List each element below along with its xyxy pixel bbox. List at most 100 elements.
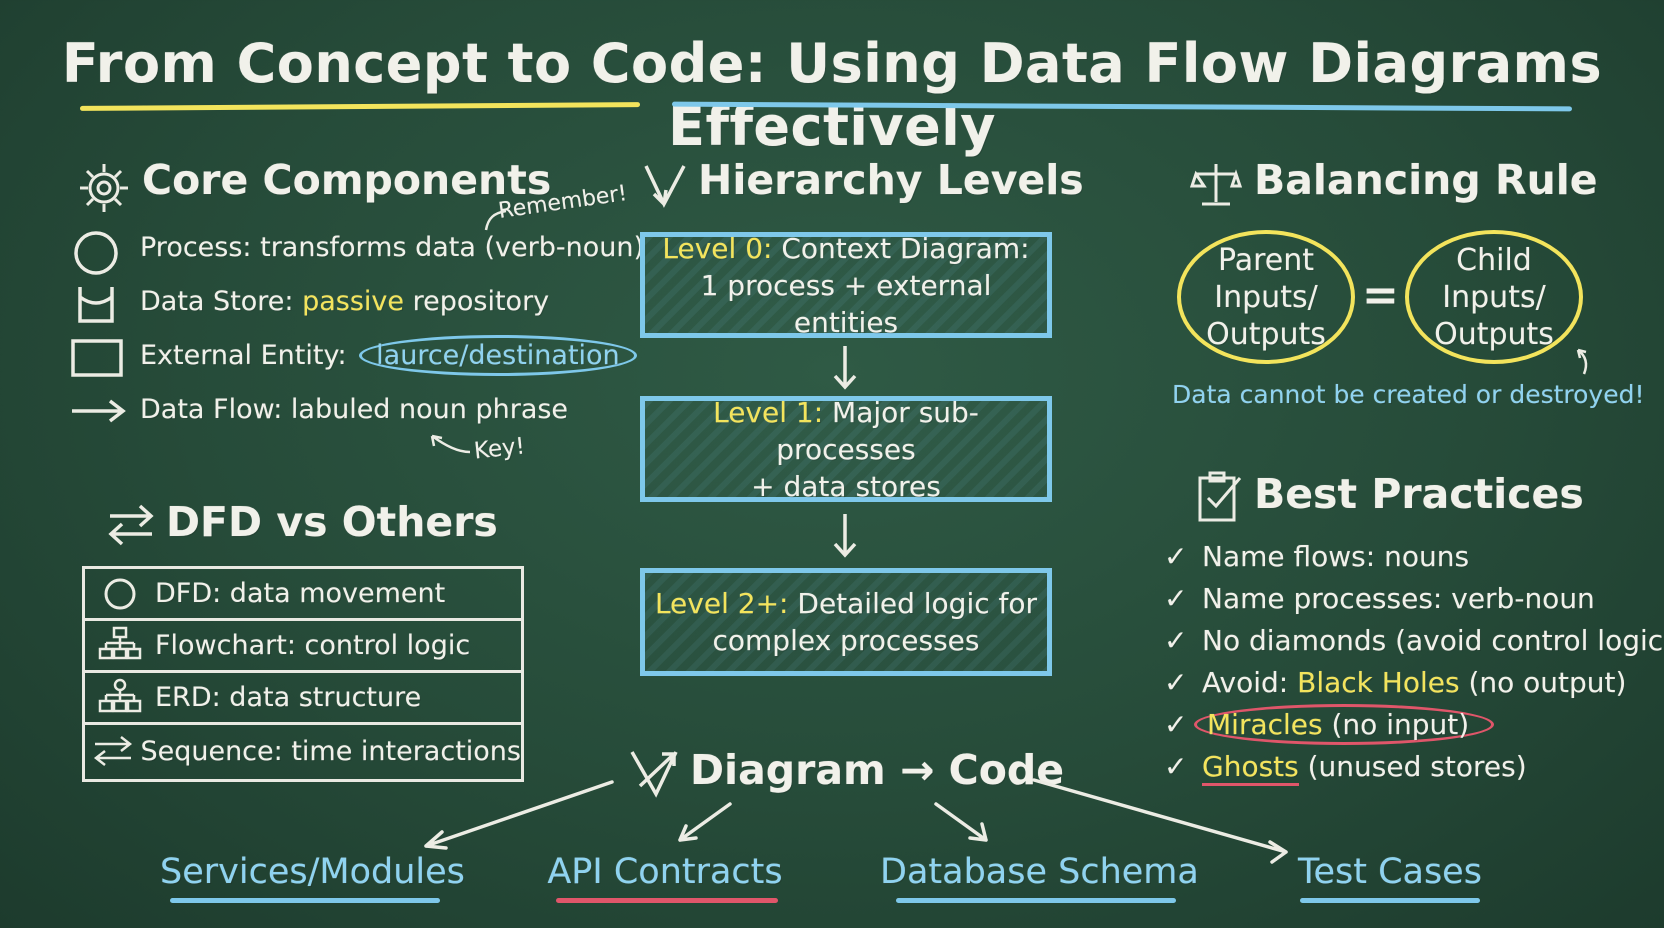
best-practice-text: No diamonds (avoid control logic)	[1202, 624, 1664, 657]
balancing-rule-heading: Balancing Rule	[1254, 156, 1598, 204]
child-io-line: Inputs/	[1442, 279, 1546, 315]
best-practice-text: Name processes: verb-noun	[1202, 582, 1595, 615]
best-practice-prefix: Avoid:	[1202, 666, 1298, 699]
core-item-label: Data Flow:	[140, 394, 283, 425]
check-icon: ✓	[1164, 540, 1188, 573]
arrow-to-tests	[1032, 778, 1288, 864]
comparison-row-erd: ERD: data structure	[85, 673, 521, 725]
comparison-row-dfd: DFD: data movement	[85, 569, 521, 621]
core-item-data-flow: Data Flow: labuled noun phrase	[140, 394, 568, 425]
arrow-to-api	[678, 802, 732, 842]
level-text: Major sub-processes	[776, 395, 979, 466]
circle-icon	[104, 578, 136, 609]
data-flow-arrow-icon	[72, 399, 126, 423]
core-item-text: labuled noun phrase	[282, 394, 569, 425]
equals-sign: =	[1362, 270, 1399, 321]
best-practices-list: ✓ Name flows: nouns ✓ Name processes: verb…	[1164, 540, 1664, 792]
target-underline	[170, 898, 440, 903]
key-pointer-icon	[430, 434, 471, 454]
target-underline	[556, 898, 778, 903]
core-item-process: Process: transforms data (verb-noun)	[140, 232, 644, 263]
parent-io-circle: Parent Inputs/ Outputs	[1177, 230, 1355, 364]
code-label: Code	[948, 746, 1065, 794]
best-practice-item: ✓ Miracles (no input)	[1164, 704, 1664, 750]
target-database-schema: Database Schema	[880, 852, 1199, 892]
hierarchy-levels-heading: Hierarchy Levels	[698, 156, 1084, 204]
level-text: 1 process + external entities	[700, 268, 992, 339]
data-store-icon	[78, 287, 114, 323]
external-entity-rectangle-icon	[71, 339, 123, 377]
right-arrow-icon: →	[900, 746, 935, 794]
swap-arrows-icon	[93, 736, 132, 766]
scales-icon	[1190, 164, 1242, 206]
best-practice-item: ✓ Name flows: nouns	[1164, 540, 1664, 582]
process-circle-icon	[74, 231, 118, 275]
level-1-box: Level 1: Major sub-processes + data stor…	[640, 395, 1052, 503]
comparison-text: data structure	[220, 682, 422, 713]
comparison-row-sequence: Sequence: time interactions	[85, 725, 521, 777]
level-tag: Level 0:	[662, 231, 773, 265]
best-practice-text: Name flows: nouns	[1202, 540, 1470, 573]
level-text: Context Diagram:	[772, 231, 1030, 265]
core-item-data-store: Data Store: passive repository	[140, 286, 549, 317]
erd-icon	[98, 678, 142, 712]
arrow-to-schema	[934, 802, 988, 842]
best-practice-item: ✓ Name processes: verb-noun	[1164, 582, 1664, 624]
comparison-text: control logic	[295, 630, 471, 661]
check-icon: ✓	[1164, 708, 1188, 741]
best-practice-highlight: Black Holes	[1297, 666, 1460, 699]
level-tag: Level 1:	[713, 395, 824, 429]
dfd-comparison-table: DFD: data movement Flowchart: control lo…	[82, 566, 524, 782]
core-item-label: Data Store:	[140, 286, 294, 317]
best-practice-highlight: Miracles	[1207, 708, 1323, 741]
check-icon: ✓	[1164, 666, 1188, 699]
level-2-box: Level 2+: Detailed logic for complex pro…	[640, 568, 1052, 676]
best-practice-suffix: (no input)	[1322, 708, 1470, 741]
core-item-highlight: laurce/destination	[359, 335, 637, 376]
flowchart-icon	[98, 626, 142, 659]
balancing-note: Data cannot be created or destroyed!	[1172, 380, 1645, 409]
level-text: + data stores	[751, 469, 941, 503]
level-text: complex processes	[712, 624, 980, 657]
core-item-highlight: passive	[302, 286, 405, 317]
best-practice-suffix: (no output)	[1459, 666, 1627, 699]
core-item-label: External Entity:	[140, 340, 347, 371]
core-components-heading: Core Components	[142, 156, 552, 204]
core-item-text: repository	[404, 286, 550, 317]
dfd-vs-others-heading: DFD vs Others	[166, 498, 498, 546]
core-item-label: Process:	[140, 232, 252, 263]
best-practices-heading: Best Practices	[1254, 470, 1584, 518]
best-practice-item: ✓ No diamonds (avoid control logic)	[1164, 624, 1664, 666]
check-icon: ✓	[1164, 750, 1188, 783]
comparison-row-flowchart: Flowchart: control logic	[85, 621, 521, 673]
target-underline	[896, 898, 1176, 903]
down-arrow-icon	[833, 346, 857, 390]
diagram-to-code-heading: Diagram → Code	[690, 746, 1064, 794]
swap-arrows-icon	[108, 504, 154, 546]
target-test-cases: Test Cases	[1298, 852, 1482, 892]
best-practice-item: ✓ Avoid: Black Holes (no output)	[1164, 666, 1664, 708]
comparison-label: Sequence:	[140, 735, 283, 767]
best-practice-item: ✓ Ghosts (unused stores)	[1164, 750, 1664, 792]
best-practice-highlight: Ghosts	[1202, 750, 1299, 786]
arrow-to-services	[424, 780, 614, 850]
comparison-label: ERD:	[155, 682, 221, 713]
core-item-external-entity: External Entity: laurce/destination	[140, 335, 637, 376]
check-icon: ✓	[1164, 582, 1188, 615]
diagram-label: Diagram	[690, 746, 886, 794]
target-services-modules: Services/Modules	[160, 852, 465, 892]
check-icon: ✓	[1164, 624, 1188, 657]
hierarchy-arrow-icon	[644, 165, 686, 208]
remember-pointer-icon	[484, 209, 507, 231]
target-underline	[1300, 898, 1480, 903]
best-practice-suffix: (unused stores)	[1298, 750, 1527, 783]
core-item-text: transforms data (verb-noun)	[251, 232, 645, 263]
target-api-contracts: API Contracts	[547, 852, 783, 892]
level-tag: Level 2+:	[654, 587, 789, 620]
child-io-circle: Child Inputs/ Outputs	[1405, 230, 1583, 364]
comparison-label: Flowchart:	[155, 630, 296, 661]
child-io-line: Outputs	[1434, 316, 1554, 352]
down-arrow-icon	[833, 514, 857, 558]
parent-io-line: Inputs/	[1214, 279, 1318, 315]
